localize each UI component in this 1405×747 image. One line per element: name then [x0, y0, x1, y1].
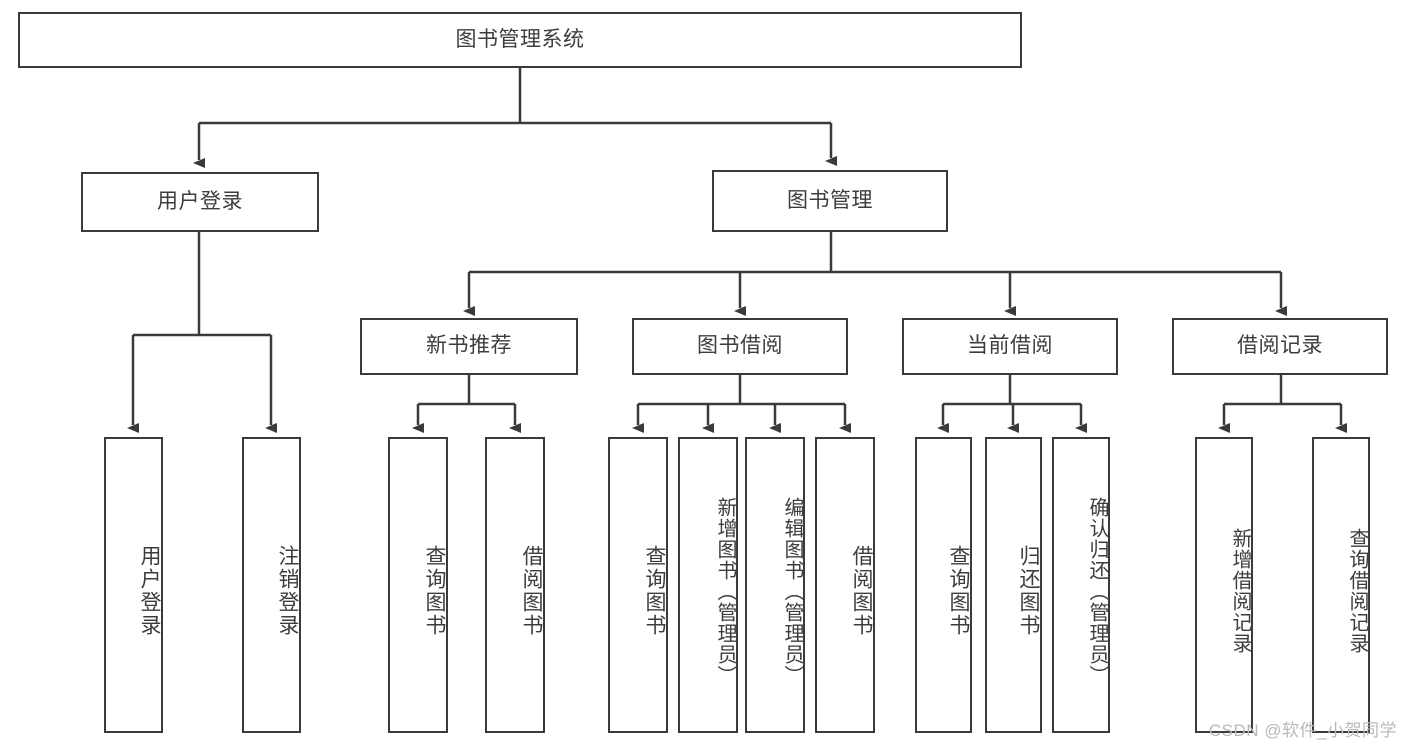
node-label: 借阅图书: [520, 545, 543, 637]
node-borrow-records[interactable]: 借阅记录: [1172, 318, 1388, 375]
node-label: 查询借阅记录: [1346, 528, 1368, 654]
node-label: 图书管理: [787, 188, 873, 212]
node-current-borrow[interactable]: 当前借阅: [902, 318, 1118, 375]
node-label: 新增借阅记录: [1229, 528, 1251, 654]
leaf-user-login-logout[interactable]: 注销登录: [242, 437, 301, 733]
node-label: 借阅图书: [850, 545, 873, 637]
leaf-recommend-query-book[interactable]: 查询图书: [388, 437, 448, 733]
leaf-records-query-record[interactable]: 查询借阅记录: [1312, 437, 1370, 733]
node-new-book-recommend[interactable]: 新书推荐: [360, 318, 578, 375]
node-label: 查询图书: [423, 545, 446, 637]
leaf-recommend-borrow-book[interactable]: 借阅图书: [485, 437, 545, 733]
node-label: 编辑图书（管理员）: [781, 496, 803, 686]
node-label: 图书借阅: [697, 334, 783, 358]
node-label: 注销登录: [276, 545, 299, 637]
node-label: 查询图书: [947, 545, 970, 637]
node-label: 归还图书: [1017, 545, 1040, 637]
node-book-management[interactable]: 图书管理: [712, 170, 948, 232]
node-label: 图书管理系统: [455, 27, 585, 51]
node-label: 新书推荐: [426, 334, 512, 358]
leaf-user-login-login[interactable]: 用户登录: [104, 437, 163, 733]
leaf-current-confirm-return-admin[interactable]: 确认归还（管理员）: [1052, 437, 1110, 733]
node-label: 查询图书: [643, 545, 666, 637]
leaf-borrow-borrow-book[interactable]: 借阅图书: [815, 437, 875, 733]
node-label: 借阅记录: [1237, 334, 1323, 358]
leaf-current-return-book[interactable]: 归还图书: [985, 437, 1042, 733]
node-label: 用户登录: [138, 545, 161, 637]
node-label: 用户登录: [157, 189, 243, 213]
node-label: 新增图书（管理员）: [714, 496, 736, 686]
node-label: 确认归还（管理员）: [1086, 496, 1108, 686]
watermark-text: CSDN @软件_小贺同学: [1208, 721, 1397, 740]
leaf-borrow-add-book-admin[interactable]: 新增图书（管理员）: [678, 437, 738, 733]
leaf-borrow-edit-book-admin[interactable]: 编辑图书（管理员）: [745, 437, 805, 733]
node-book-borrow[interactable]: 图书借阅: [632, 318, 848, 375]
node-label: 当前借阅: [967, 334, 1053, 358]
node-user-login[interactable]: 用户登录: [81, 172, 319, 232]
leaf-records-add-record[interactable]: 新增借阅记录: [1195, 437, 1253, 733]
leaf-current-query-book[interactable]: 查询图书: [915, 437, 972, 733]
node-root-book-management-system[interactable]: 图书管理系统: [18, 12, 1022, 68]
leaf-borrow-query-book[interactable]: 查询图书: [608, 437, 668, 733]
